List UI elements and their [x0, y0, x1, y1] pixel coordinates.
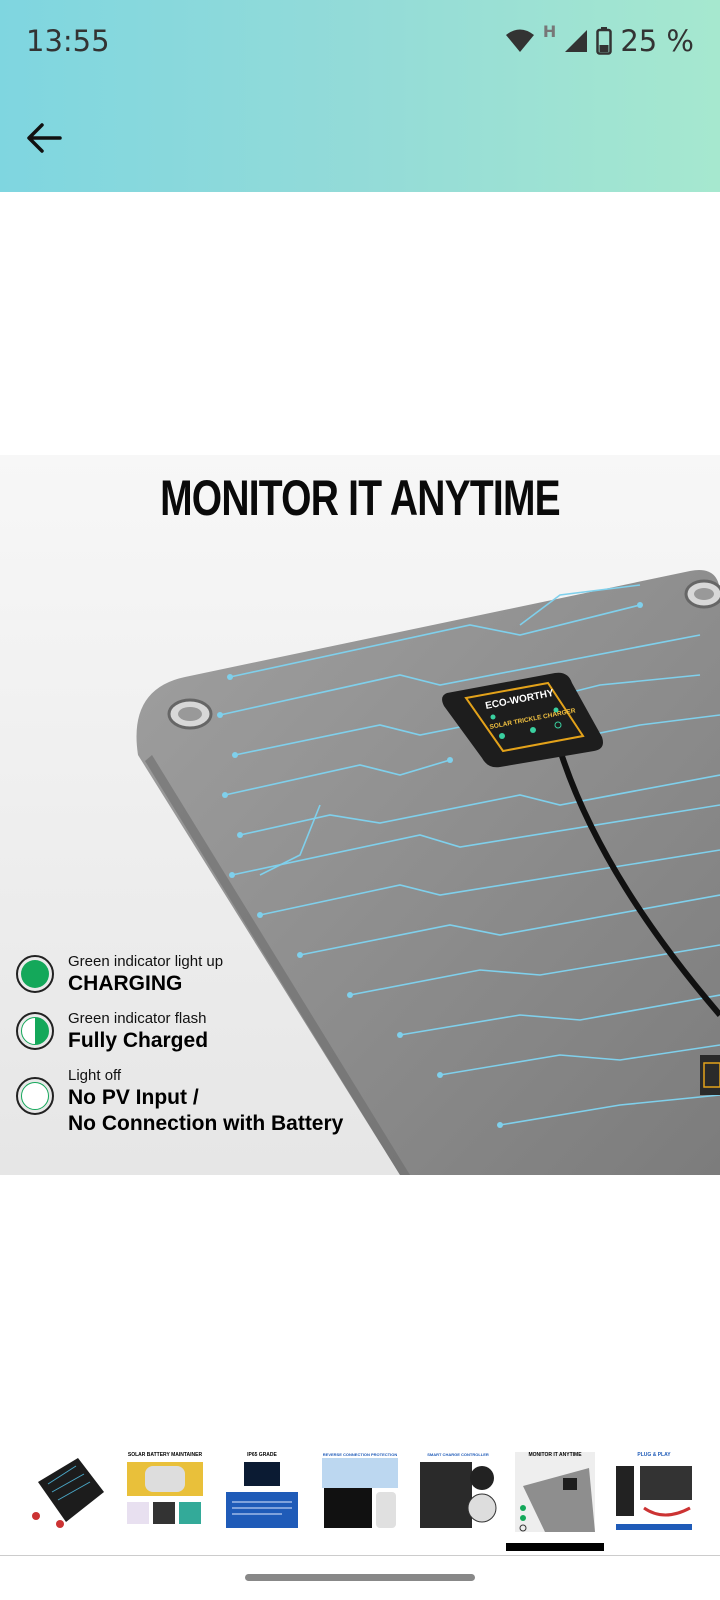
legend-caption: Light off [68, 1067, 122, 1084]
gesture-navigation-bar[interactable] [245, 1574, 475, 1581]
thumbnail-5[interactable]: SMART CHARGE CONTROLLER [418, 1452, 498, 1532]
indicator-flash-icon [16, 1012, 54, 1050]
top-app-bar: 13:55 H 25 % [0, 0, 720, 192]
thumbnail-strip: SOLAR BATTERY MAINTAINER IP65 GRADE REVE… [0, 1452, 720, 1540]
divider [0, 1555, 720, 1556]
arrow-left-icon [27, 123, 62, 153]
thumbnail-6-selected[interactable]: MONITOR IT ANYTIME [515, 1452, 595, 1532]
product-illustration: ECO-WORTHY SOLAR TRICKLE CHARGER [0, 455, 720, 1175]
back-button[interactable] [22, 116, 66, 160]
network-type-label: H [542, 21, 557, 41]
thumbnail-title: SOLAR BATTERY MAINTAINER [127, 1452, 203, 1458]
product-headline: MONITOR IT ANYTIME [160, 470, 561, 526]
thumbnail-3[interactable]: IP65 GRADE [222, 1452, 302, 1532]
legend-status: Fully Charged [68, 1029, 209, 1052]
thumbnail-title: REVERSE CONNECTION PROTECTION [322, 1452, 398, 1457]
thumbnail-1[interactable] [28, 1452, 108, 1532]
selected-thumbnail-indicator [506, 1543, 604, 1551]
thumbnail-7[interactable]: PLUG & PLAY [614, 1452, 694, 1532]
thumbnail-title: MONITOR IT ANYTIME [528, 1452, 582, 1458]
charge-controller: ECO-WORTHY SOLAR TRICKLE CHARGER [442, 672, 603, 768]
indicator-off-icon [16, 1077, 54, 1115]
legend-charging: Green indicator light up CHARGING [16, 953, 223, 997]
battery-icon [596, 27, 613, 55]
legend-caption: Green indicator light up [68, 953, 224, 970]
legend-status-line-2: No Connection with Battery [68, 1112, 344, 1135]
thumbnail-2[interactable]: SOLAR BATTERY MAINTAINER [125, 1452, 205, 1532]
thumbnail-4[interactable]: REVERSE CONNECTION PROTECTION [320, 1452, 400, 1532]
legend-no-input: Light off No PV Input / No Connection wi… [16, 1067, 343, 1137]
cell-signal-icon [565, 30, 588, 52]
status-time: 13:55 [26, 24, 110, 58]
thumbnail-title: IP65 GRADE [247, 1452, 277, 1458]
product-image[interactable]: ECO-WORTHY SOLAR TRICKLE CHARGER MONITOR… [0, 455, 720, 1175]
indicator-on-icon [16, 955, 54, 993]
battery-percent: 25 % [620, 24, 694, 58]
legend-status: CHARGING [68, 972, 183, 995]
thumbnail-title: SMART CHARGE CONTROLLER [427, 1452, 489, 1457]
legend-fully-charged: Green indicator flash Fully Charged [16, 1010, 208, 1054]
legend-status-line-1: No PV Input / [68, 1086, 199, 1109]
legend-caption: Green indicator flash [68, 1010, 207, 1027]
cable [557, 749, 720, 1017]
wifi-icon [505, 29, 534, 52]
status-icons: H 25 % [505, 21, 694, 58]
thumbnail-title: PLUG & PLAY [637, 1452, 671, 1458]
